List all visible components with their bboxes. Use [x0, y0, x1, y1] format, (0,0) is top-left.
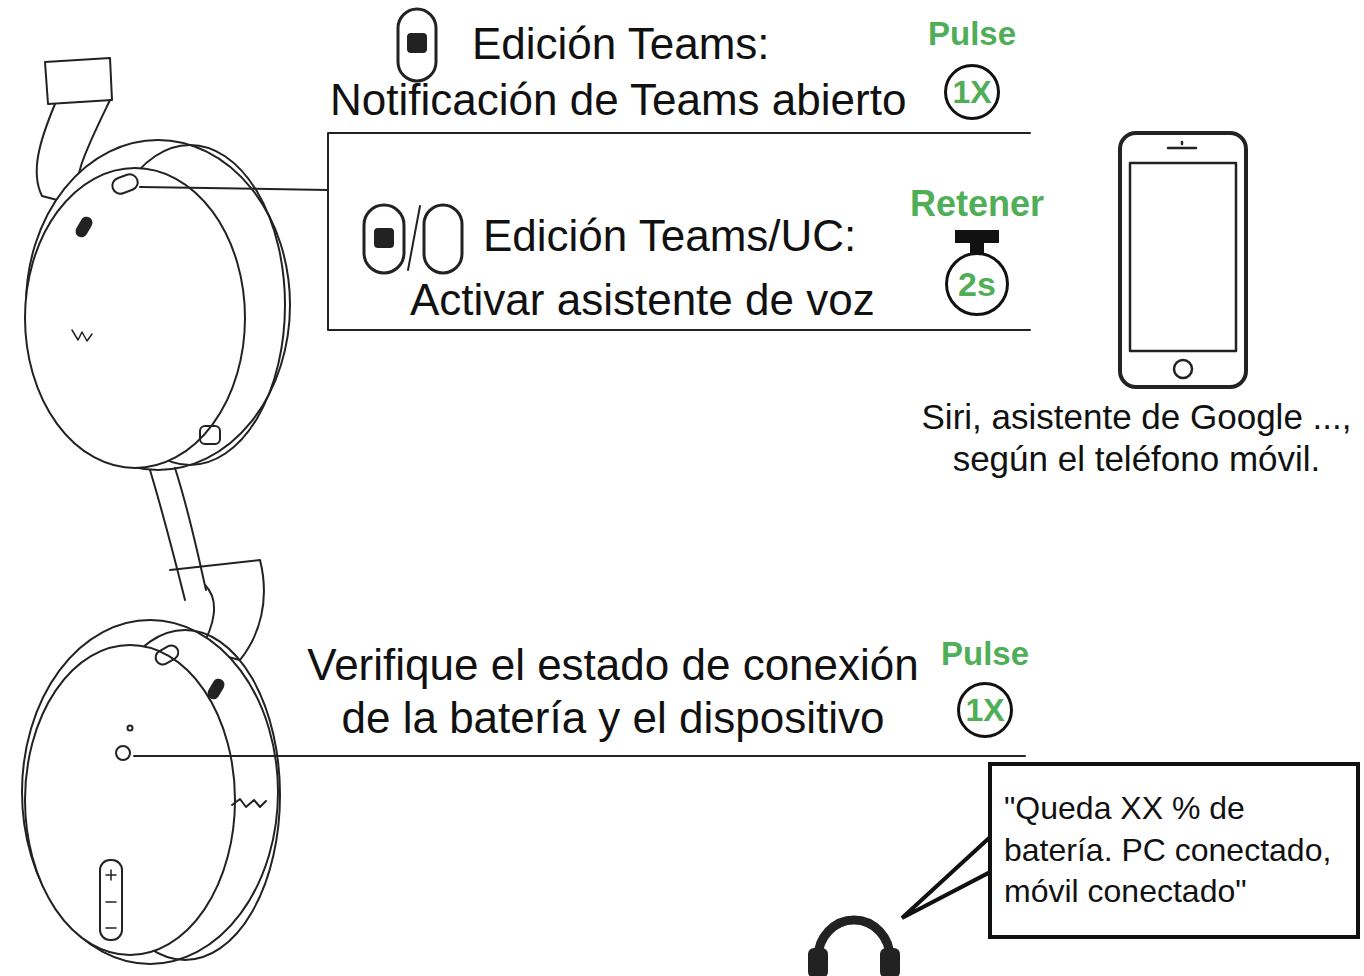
action-count: 2s: [945, 252, 1009, 316]
note-text: Siri, asistente de Google ..., según el …: [914, 396, 1359, 480]
logo-mark: [72, 330, 92, 341]
hold-timer: Retener 2s: [897, 184, 1057, 316]
press-circle: Pulse 1X: [933, 634, 1037, 738]
action-count: 1X: [957, 682, 1013, 738]
speech-bubble: "Queda XX % de batería. PC conectado, mó…: [988, 762, 1360, 939]
teams-logo: [408, 34, 426, 52]
button-marks: [106, 870, 116, 928]
function-text: Verifique el estado de conexión de la ba…: [298, 639, 928, 745]
headphone-pad: [808, 948, 828, 976]
leader-line: [134, 755, 1025, 757]
edition-title: Edición Teams/UC:: [483, 210, 856, 263]
uc-button-icon: [424, 205, 462, 273]
teams-button-icon: [398, 9, 436, 81]
cup-face: [25, 645, 235, 955]
action-count: 1X: [944, 64, 1000, 120]
action-word: Pulse: [928, 14, 1016, 54]
headphone-pad: [880, 948, 900, 976]
spoken-message: "Queda XX % de batería. PC conectado, mó…: [1004, 788, 1344, 913]
teams-button-icon: [364, 205, 404, 273]
mute-button: [200, 426, 220, 444]
phone-home-button: [1174, 360, 1192, 378]
headband: [45, 58, 112, 104]
headband-lower: [150, 468, 206, 600]
status-button: [116, 746, 130, 760]
volume-buttons: [100, 860, 122, 940]
logo-mark: [232, 799, 266, 807]
bubble-tail: [902, 836, 991, 918]
cup-face: [25, 168, 245, 468]
phone-speaker: [1168, 142, 1196, 148]
side-button: [75, 216, 94, 238]
action-word: Pulse: [941, 634, 1029, 674]
stopwatch-cap: [955, 230, 999, 243]
bracket: [328, 133, 1030, 330]
function-text: Notificación de Teams abierto: [330, 74, 906, 127]
headphone-icon: [818, 920, 890, 958]
leader-line: [140, 187, 328, 190]
teams-logo: [375, 229, 393, 247]
edition-title: Edición Teams:: [472, 18, 770, 71]
teams-button: [110, 172, 140, 196]
function-text: Activar asistente de voz: [410, 274, 875, 327]
phone-body: [1120, 133, 1246, 387]
phone-screen: [1130, 163, 1236, 351]
ear-cup: [22, 620, 278, 964]
side-button: [153, 643, 181, 667]
action-word: Retener: [910, 184, 1044, 224]
side-button: [207, 678, 226, 700]
press-circle: Pulse 1X: [920, 14, 1024, 120]
led: [128, 726, 133, 731]
slash: [408, 206, 420, 270]
